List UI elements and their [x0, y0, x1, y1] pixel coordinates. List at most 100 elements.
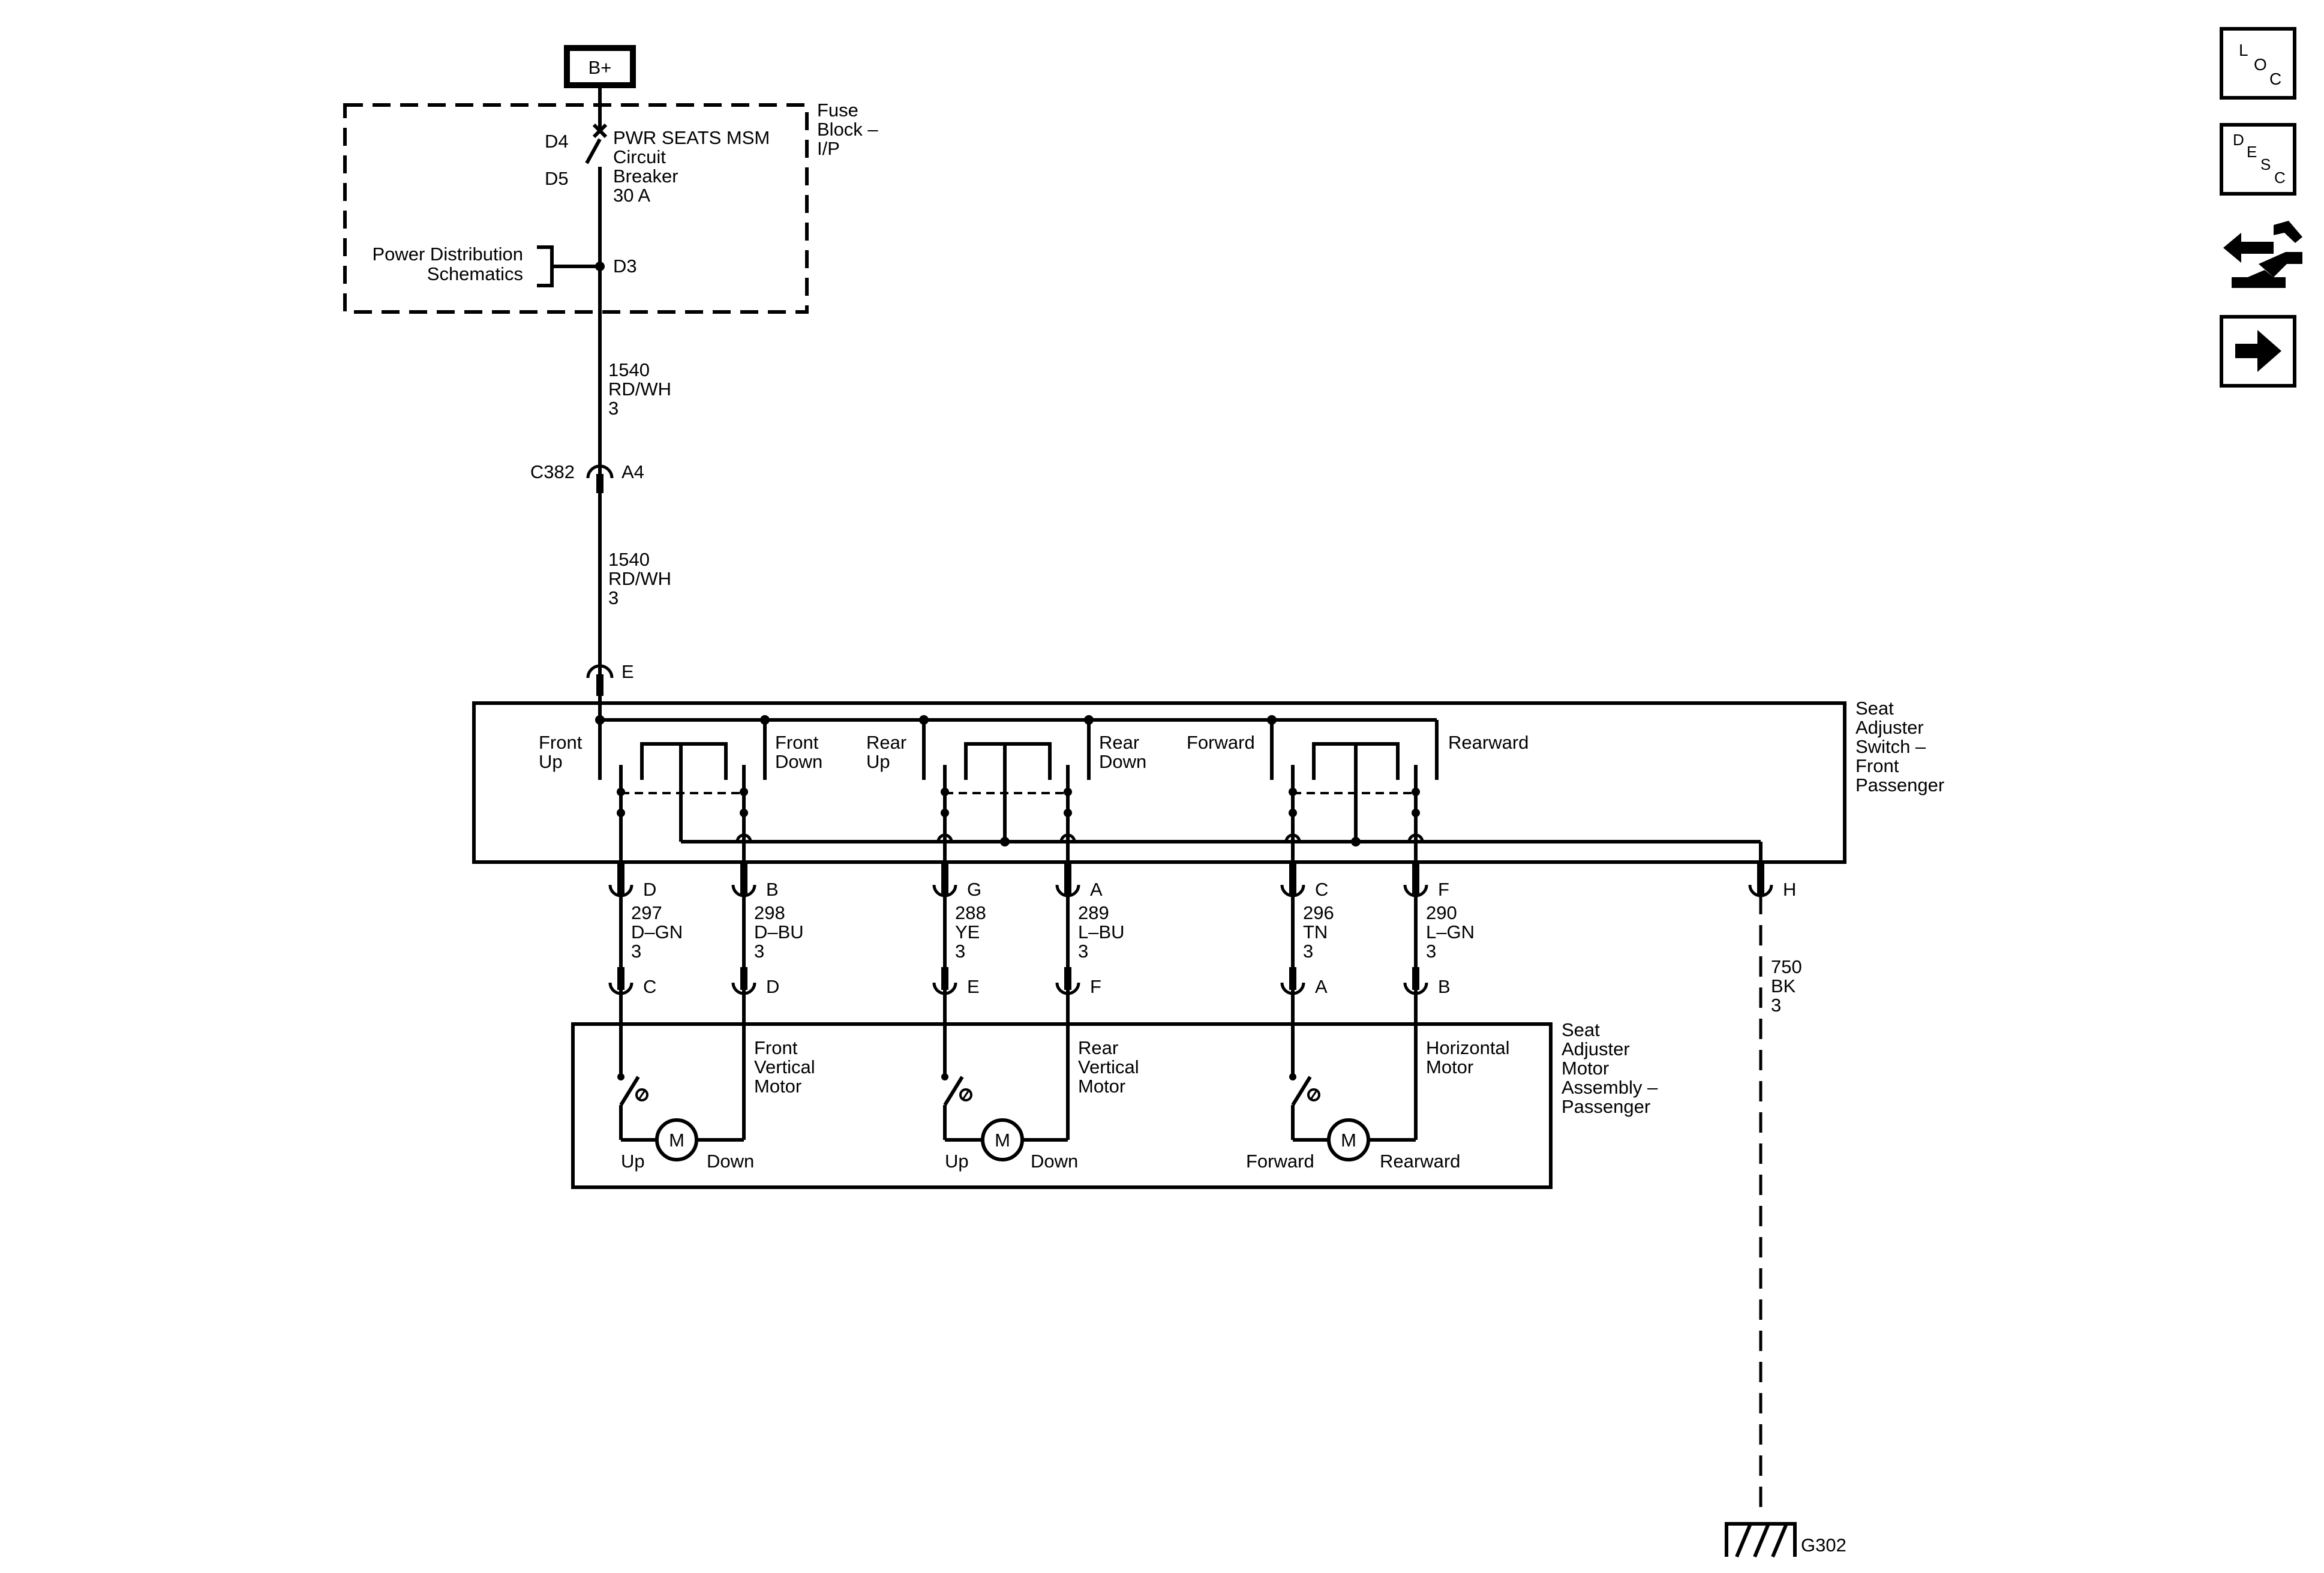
motor-3-right-label: Rearward — [1380, 1151, 1460, 1172]
ground-wire-circuit: 750 — [1771, 956, 1802, 977]
motor-pin-d: D — [766, 976, 779, 997]
desc-letter-e: E — [2247, 143, 2257, 161]
motor-1-name-1: Front — [754, 1037, 798, 1058]
wire-288-size: 3 — [955, 941, 965, 962]
motor-assembly-title-4: Assembly – — [1562, 1077, 1658, 1098]
wire-297-circuit: 297 — [631, 902, 662, 923]
position-front-up-1: Front — [539, 732, 582, 753]
rear-vertical-motor: M Rear Vertical Motor Up Down — [941, 990, 1139, 1172]
desc-letter-d: D — [2233, 131, 2244, 149]
feed-wire-lower-color: RD/WH — [608, 568, 671, 589]
motor-assembly-title-5: Passenger — [1562, 1096, 1650, 1117]
wire-289-size: 3 — [1078, 941, 1088, 962]
position-rear-down-1: Rear — [1099, 732, 1139, 753]
wire-298-size: 3 — [754, 941, 764, 962]
motor-1-symbol: M — [669, 1130, 684, 1151]
wire-298-circuit: 298 — [754, 902, 785, 923]
desc-letter-s: S — [2260, 155, 2271, 173]
switch-title-4: Front — [1855, 755, 1899, 776]
switch-pin-c: C — [1315, 879, 1328, 900]
ground-symbol — [1725, 1522, 1797, 1558]
feed-wire-upper-color: RD/WH — [608, 379, 671, 400]
circuit-breaker — [585, 123, 608, 678]
power-distribution-ref-2[interactable]: Schematics — [427, 263, 523, 284]
wire-297-size: 3 — [631, 941, 641, 962]
breaker-label-1: PWR SEATS MSM — [613, 127, 770, 148]
breaker-pin-in: D4 — [545, 131, 569, 152]
motor-3-name-2: Motor — [1426, 1056, 1473, 1077]
motor-1-name-3: Motor — [754, 1076, 801, 1097]
loc-letter-o: O — [2254, 55, 2267, 74]
wire-298-color: D–BU — [754, 921, 804, 942]
switch-ground-pin: H — [1783, 879, 1796, 900]
switch-group-rear-vertical — [936, 742, 1076, 862]
breaker-pin-out: D5 — [545, 168, 569, 189]
feed-wire-lower-circuit: 1540 — [608, 549, 650, 570]
motor-1-right-label: Down — [707, 1151, 754, 1172]
fuse-block: Fuse Block – I/P D4 D5 PWR SEATS MSM Cir… — [343, 100, 878, 678]
next-button[interactable] — [2220, 315, 2296, 388]
fuse-block-title-2: Block – — [817, 119, 878, 140]
switch-group-horizontal — [1284, 742, 1424, 862]
connector-tool-icon[interactable] — [2223, 221, 2302, 288]
power-source-label: B+ — [588, 57, 612, 78]
fuse-block-title-3: I/P — [817, 138, 840, 159]
position-rear-down-2: Down — [1099, 751, 1146, 772]
loc-letter-l: L — [2239, 41, 2248, 59]
desc-letter-c: C — [2274, 169, 2286, 187]
position-rear-up-1: Rear — [866, 732, 906, 753]
wire-290-color: L–GN — [1426, 921, 1475, 942]
motor-2-left-label: Up — [945, 1151, 969, 1172]
tap-pin-label: D3 — [613, 256, 637, 277]
motor-pin-f: F — [1090, 976, 1101, 997]
loc-button[interactable]: L O C — [2220, 27, 2296, 100]
circuit-labels: D 297 D–GN 3 C B 298 D–BU 3 D G 288 YE 3… — [631, 879, 1796, 997]
switch-pin-g: G — [967, 879, 981, 900]
wire-289-color: L–BU — [1078, 921, 1125, 942]
fuse-block-title-1: Fuse — [817, 100, 858, 121]
power-source: B+ — [564, 45, 636, 88]
feed-wire-upper-size: 3 — [608, 398, 618, 419]
motor-assembly-title-2: Adjuster — [1562, 1038, 1630, 1059]
position-forward: Forward — [1187, 732, 1255, 753]
wire-296-circuit: 296 — [1303, 902, 1334, 923]
ground-wire-color: BK — [1771, 975, 1796, 996]
power-distribution-ref-1[interactable]: Power Distribution — [372, 244, 523, 265]
motor-pin-b: B — [1438, 976, 1451, 997]
position-front-down-2: Down — [775, 751, 822, 772]
position-rearward: Rearward — [1448, 732, 1529, 753]
switch-pin-f: F — [1438, 879, 1449, 900]
desc-button[interactable]: D E S C — [2220, 123, 2296, 196]
wire-297-color: D–GN — [631, 921, 683, 942]
motor-3-symbol: M — [1341, 1130, 1356, 1151]
feed-wire-upper-circuit: 1540 — [608, 359, 650, 380]
motor-assembly-title-1: Seat — [1562, 1019, 1600, 1040]
arrow-right-icon — [2235, 330, 2281, 372]
wire-288-circuit: 288 — [955, 902, 986, 923]
motor-pin-a: A — [1315, 976, 1328, 997]
breaker-label-4: 30 A — [613, 185, 650, 206]
switch-pin-b: B — [766, 879, 779, 900]
motor-assembly-title-3: Motor — [1562, 1058, 1609, 1079]
breaker-label-2: Circuit — [613, 146, 666, 167]
wire-290-size: 3 — [1426, 941, 1436, 962]
switch-pin-a: A — [1090, 879, 1103, 900]
loc-letter-c: C — [2269, 70, 2281, 88]
motor-2-name-2: Vertical — [1078, 1056, 1139, 1077]
wire-296-color: TN — [1303, 921, 1328, 942]
feed-wire-lower-size: 3 — [608, 587, 618, 608]
wire-289-circuit: 289 — [1078, 902, 1109, 923]
position-rear-up-2: Up — [866, 751, 890, 772]
c382-connector: C382 A4 — [530, 461, 644, 493]
motor-pin-c: C — [643, 976, 656, 997]
horizontal-motor: M Horizontal Motor Forward Rearward — [1246, 990, 1510, 1172]
motor-2-name-3: Motor — [1078, 1076, 1125, 1097]
motor-3-name-1: Horizontal — [1426, 1037, 1510, 1058]
seat-adjuster-motor-assembly: Seat Adjuster Motor Assembly – Passenger… — [571, 990, 1658, 1189]
switch-input-connector: E — [586, 661, 634, 696]
motor-pin-e: E — [967, 976, 980, 997]
wire-296-size: 3 — [1303, 941, 1313, 962]
wire-288-color: YE — [955, 921, 980, 942]
c382-name: C382 — [530, 461, 575, 482]
